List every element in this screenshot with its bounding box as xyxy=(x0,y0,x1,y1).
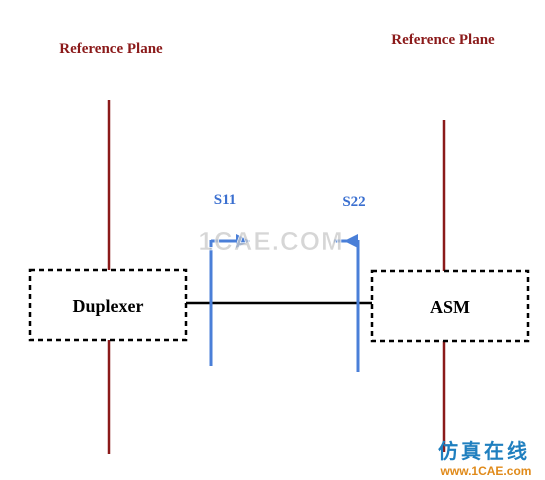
s22-arrow-head xyxy=(344,234,358,248)
right-reference-plane-label: Reference Plane xyxy=(391,32,495,48)
s11-arrow-head xyxy=(236,234,250,248)
s11-label: S11 xyxy=(214,192,237,208)
center-watermark: 1CAE.COM xyxy=(198,226,343,256)
corner-watermark-url: www.1CAE.com xyxy=(440,464,532,478)
asm-label: ASM xyxy=(430,297,470,317)
left-reference-plane-label: Reference Plane xyxy=(59,41,163,57)
duplexer-block xyxy=(28,268,188,342)
duplexer-label: Duplexer xyxy=(73,296,144,316)
asm-block xyxy=(370,269,530,343)
corner-watermark-cn: 仿真在线 xyxy=(438,439,530,463)
s22-label: S22 xyxy=(342,194,365,210)
